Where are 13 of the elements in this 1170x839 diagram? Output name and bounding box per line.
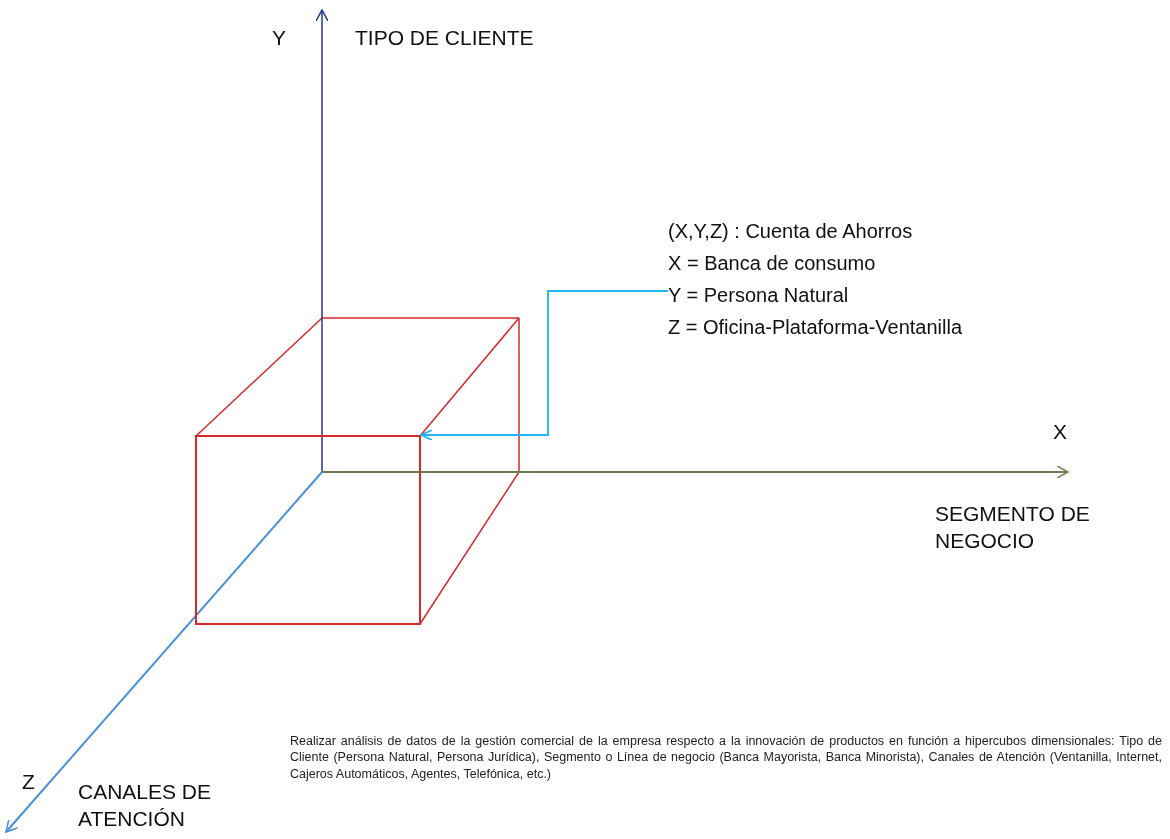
callout-text: (X,Y,Z) : Cuenta de Ahorros — [668, 219, 914, 244]
callout-text: Z = Oficina-Plataforma-Ventanilla — [668, 315, 963, 340]
axis-title: CANALES DE ATENCIÓN — [78, 779, 213, 833]
axis-title: TIPO DE CLIENTE — [355, 25, 534, 51]
axis-letter: Y — [272, 25, 286, 51]
leader-arrow — [420, 290, 669, 441]
description-paragraph: Realizar análisis de datos de la gestión comercial de la empresa respecto a la innovación de productos en función a hipercubos dimensionales: Tipo de Cliente (Persona Natural, Persona Jurídica), Segmento o Línea de negocio (Banca Mayorista, Banca Minorista), Canales de Atención (Ventanilla, Internet, Cajeros Automáticos, Agentes, Telefónica, etc.) — [290, 733, 1162, 782]
callout-text: X = Banca de consumo — [668, 251, 877, 276]
axis-letter: X — [1053, 419, 1067, 445]
axis-letter: Z — [22, 769, 35, 795]
callout-text: Y = Persona Natural — [668, 283, 850, 308]
axis-title: SEGMENTO DE NEGOCIO — [935, 501, 1091, 555]
cube-front-face — [195, 435, 421, 625]
